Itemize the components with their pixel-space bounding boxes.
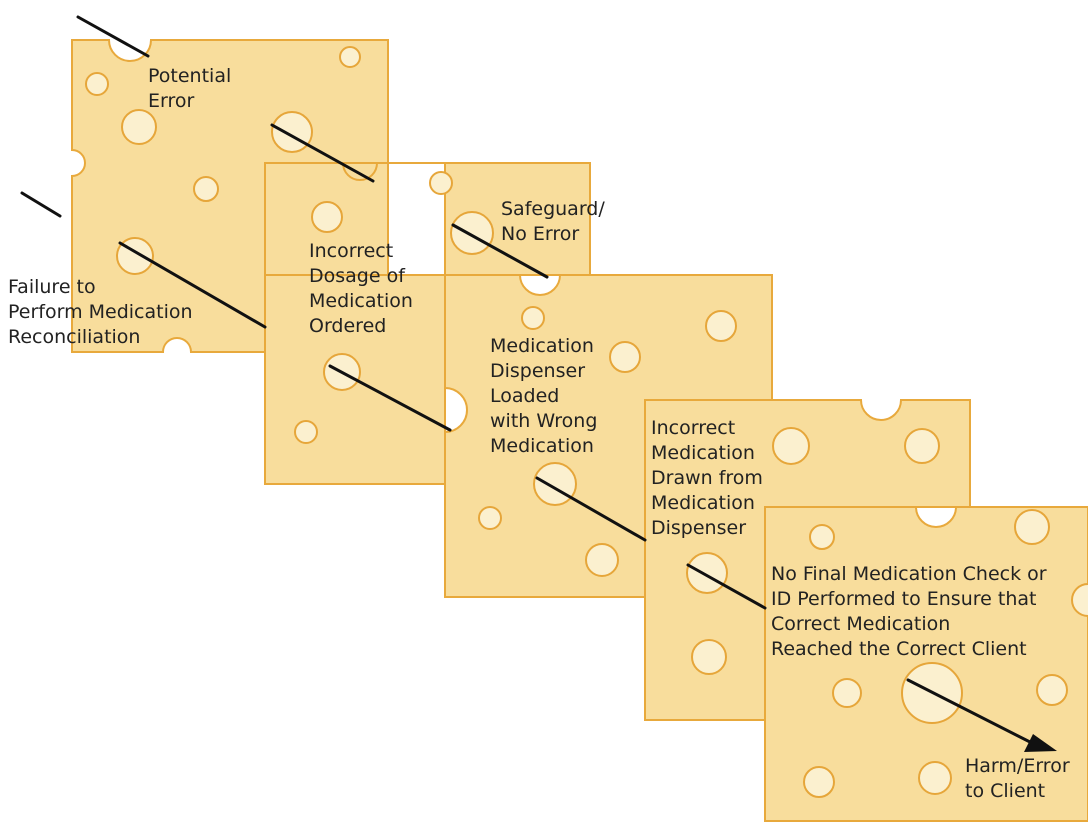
label-line: Failure to [8,276,96,298]
label-line: Dosage of [309,265,406,287]
label-line: Safeguard/ [501,198,605,220]
cheese-hole [803,766,835,798]
label-line: Error [148,90,195,112]
cheese-hole [1071,583,1088,617]
trajectory-arrowhead [1024,734,1057,752]
trajectory-line [118,241,267,329]
cheese-hole [1036,674,1068,706]
trajectory-line [686,563,767,610]
cheese-hole [585,543,619,577]
slice-5-label: No Final Medication Check or ID Performed… [771,563,1047,660]
trajectory-line [906,678,1032,744]
label-line: Dispenser [651,517,746,539]
label-line: Loaded [490,385,559,407]
cheese-hole [533,462,577,506]
cheese-hole [311,201,343,233]
label-line: Dispenser [490,360,585,382]
label-line: Medication [651,492,755,514]
cheese-hole [686,552,728,594]
slice-body [644,399,971,721]
label-line: Medication [309,290,413,312]
label-line: Potential [148,65,231,87]
cheese-hole [832,678,862,708]
label-line: ID Performed to Ensure that [771,588,1036,610]
cheese-hole [691,639,727,675]
label-line: Medication [490,435,594,457]
trajectory-line [328,364,452,432]
label-line: with Wrong [490,410,597,432]
harm-annotation: Harm/Error to Client [965,755,1070,802]
label-line: No Error [501,223,579,245]
label-line: Incorrect [651,417,735,439]
cheese-hole [904,428,940,464]
cheese-hole [1014,509,1050,545]
cheese-hole [85,72,109,96]
label-line: No Final Medication Check or [771,563,1047,585]
cheese-hole [521,306,545,330]
cheese-hole [271,111,313,153]
label-line: Correct Medication [771,613,950,635]
cheese-hole [609,341,641,373]
cheese-hole [193,176,219,202]
cheese-hole [478,506,502,530]
cheese-hole [339,46,361,68]
cheese-hole [121,109,157,145]
trajectory-line [451,223,549,279]
cheese-hole [450,211,494,255]
label-line: Reconciliation [8,326,140,348]
trajectory-line [20,191,62,218]
cheese-hole [772,427,810,465]
label-line: Perform Medication [8,301,193,323]
label-line: Drawn from [651,467,763,489]
trajectory-line [270,123,375,183]
cheese-slice-5: No Final Medication Check or ID Performed… [764,506,1088,822]
label-line: Reached the Correct Client [771,638,1027,660]
cheese-hole [429,171,453,195]
label-line: Medication [651,442,755,464]
cheese-hole [705,310,737,342]
label-line: Incorrect [309,240,393,262]
label-line: Ordered [309,315,386,337]
safeguard-annotation: Safeguard/No Error [501,198,605,245]
cheese-hole [294,420,318,444]
label-line: Medication [490,335,594,357]
label-line: Harm/Error [965,755,1070,777]
cheese-hole [918,761,952,795]
error-trajectories [20,15,1057,752]
trajectory-line [535,476,647,542]
trajectory-line [76,15,150,58]
cheese-hole [809,524,835,550]
label-line: to Client [965,780,1045,802]
